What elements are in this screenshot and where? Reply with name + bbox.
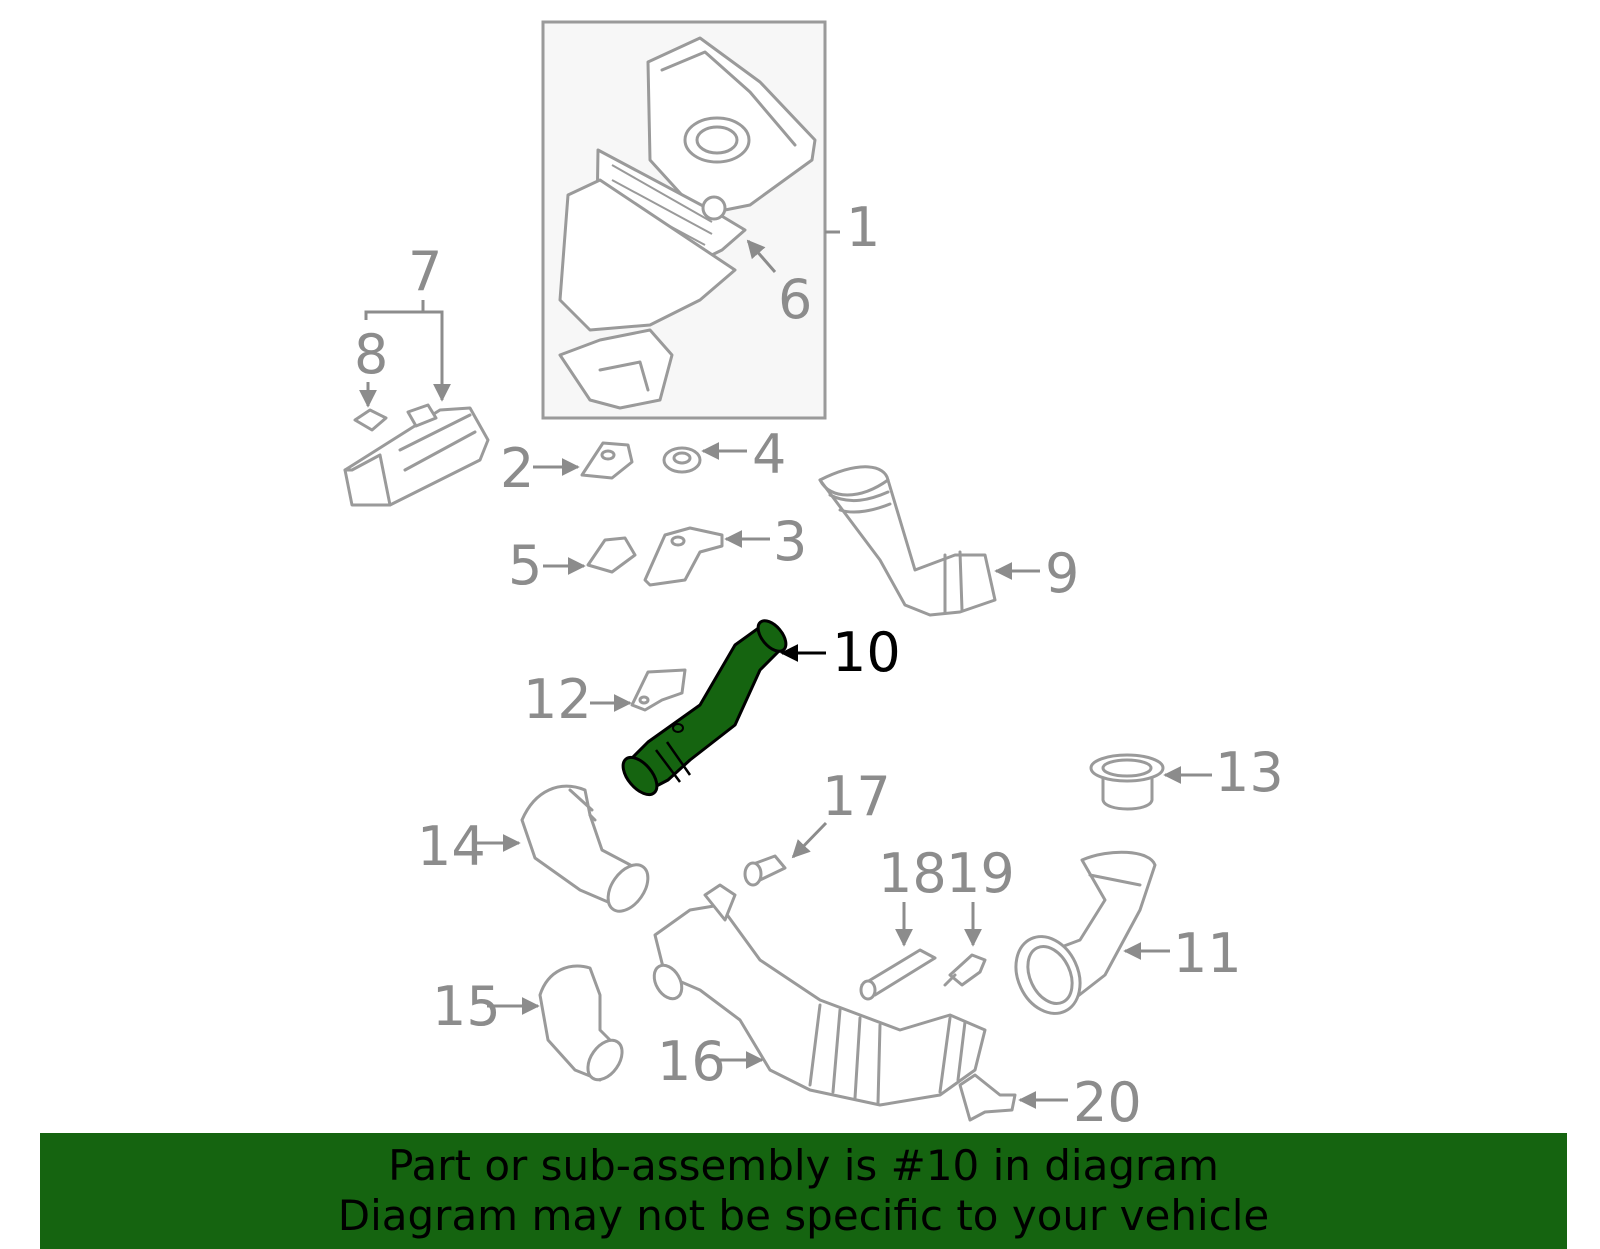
banner-line-2: Diagram may not be specific to your vehi…	[337, 1191, 1270, 1240]
callout-4: 4	[752, 423, 786, 486]
callout-7: 7	[408, 240, 442, 303]
part-8-clip	[353, 408, 388, 432]
part-5-mount	[586, 536, 637, 574]
part-4-grommet	[662, 446, 702, 474]
callout-20: 20	[1073, 1071, 1142, 1134]
callout-19: 19	[946, 842, 1015, 905]
callout-8: 8	[354, 323, 388, 386]
callout-18: 18	[878, 842, 947, 905]
part-1-air-cleaner-assembly	[541, 20, 827, 420]
callout-17: 17	[822, 765, 891, 828]
callout-11: 11	[1173, 922, 1242, 985]
callout-1: 1	[846, 196, 880, 259]
callout-12: 12	[523, 668, 592, 731]
callout-6: 6	[778, 268, 812, 331]
part-18-sensor	[859, 948, 937, 1001]
callout-2: 2	[500, 437, 534, 500]
part-2-bracket	[580, 441, 634, 480]
callout-13: 13	[1215, 741, 1284, 804]
part-13-ring	[1089, 753, 1165, 811]
part-10-hose-highlighted	[621, 619, 788, 797]
banner-line-1: Part or sub-assembly is #10 in diagram	[388, 1141, 1219, 1190]
part-16-intake-pipe	[652, 883, 987, 1107]
callout-16: 16	[657, 1030, 726, 1093]
part-7-intake-duct	[343, 403, 490, 507]
part-17-sensor	[743, 854, 787, 887]
part-3-bracket	[643, 526, 724, 587]
callout-10: 10	[832, 621, 901, 684]
callout-3: 3	[773, 510, 807, 573]
part-19-sensor	[943, 953, 987, 987]
part-9-hose	[818, 465, 997, 617]
callout-5: 5	[508, 534, 542, 597]
callout-9: 9	[1045, 542, 1079, 605]
callout-14: 14	[417, 815, 486, 878]
part-11-duct	[1014, 850, 1157, 1015]
part-12-bracket	[630, 668, 687, 712]
info-banner: Part or sub-assembly is #10 in diagram D…	[40, 1133, 1567, 1249]
callout-15: 15	[432, 975, 501, 1038]
part-20-bracket	[958, 1073, 1017, 1122]
part-14-elbow	[520, 784, 650, 913]
part-15-elbow	[538, 964, 624, 1082]
